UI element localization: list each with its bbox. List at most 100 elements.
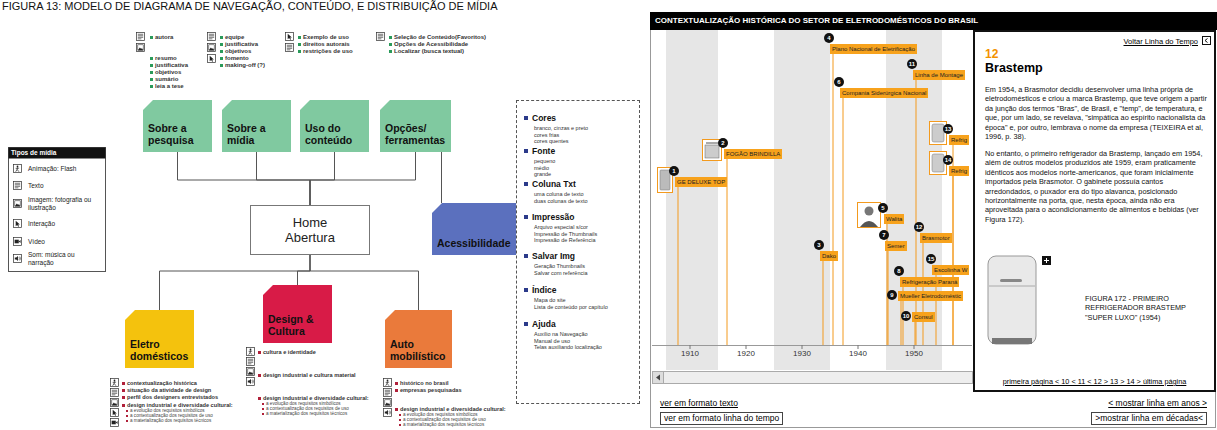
legend-header-bar	[9, 148, 106, 159]
tag-label: Walita	[886, 215, 902, 223]
option-item: cores quentes	[534, 138, 569, 145]
option-item: cores frias	[534, 132, 559, 139]
axis-year: 1910	[681, 349, 699, 359]
list-subitem: a evolução dos requisitos simbólicos	[258, 401, 341, 406]
callout-number: 5	[878, 203, 888, 213]
back-button	[1203, 37, 1211, 45]
body-text: No entanto, o primeiro refrigerador da B…	[985, 149, 1209, 224]
legend-box	[9, 148, 106, 272]
media-icon	[376, 32, 384, 40]
tag-label: Refrigeração Paraná	[902, 278, 957, 286]
option-item: Auxílio na Navegação	[534, 331, 588, 338]
tag-label: Refrig	[951, 167, 967, 175]
callout-number: 3	[814, 240, 824, 250]
node-outline	[380, 100, 451, 152]
connector-line	[298, 255, 311, 285]
callout-number: 6	[834, 77, 844, 87]
portrait-picture	[865, 207, 874, 216]
back-link: Voltar Linha do Tempo	[1124, 37, 1199, 46]
nav-link: ver em formato linha do tempo	[660, 412, 783, 425]
list-subitem: a materialização dos requisitos técnicos	[395, 422, 484, 427]
timeline-tag: 13Refrig	[949, 135, 969, 145]
time-axis	[652, 345, 972, 346]
callout-number: 2	[718, 138, 728, 148]
list-subitem: a contextualização dos requisitos de uso	[395, 417, 486, 422]
list-subitem: a evolução dos requisitos simbólicos	[395, 412, 478, 417]
option-item: grande	[534, 171, 551, 178]
detail-panel: Voltar Linha do Tempo12BrastempEm 1954, …	[973, 30, 1216, 392]
timeline-tag: 10Consul	[912, 312, 935, 322]
section-box: Sobre a pesquisa	[143, 100, 212, 152]
callout-number: 13	[943, 124, 953, 134]
option-item: Telas auxiliando localização	[534, 344, 602, 351]
callout-number: 12	[914, 222, 924, 232]
media-icon	[13, 254, 21, 262]
back-chevron	[1205, 39, 1208, 43]
decade-band	[886, 30, 942, 370]
header-title: CONTEXTUALIZAÇÃO HISTÓRICA DO SETOR DE E…	[655, 12, 1217, 30]
tag-label: Compania Siderúrgica Nacional	[842, 89, 926, 97]
list-item: Opções de Acessibilidade	[389, 41, 468, 48]
tag-label: Semer	[887, 242, 905, 250]
fridge-handle	[1000, 279, 1022, 282]
option-item: branco, cinzas e preto	[534, 125, 588, 132]
option-heading: Impressão	[524, 212, 575, 223]
list-item: fomento	[220, 55, 249, 62]
callout-number: 15	[926, 254, 936, 264]
option-item: Impressão de Referência	[534, 237, 595, 244]
entry-number: 12	[985, 47, 998, 61]
media-icon	[13, 199, 21, 207]
callout-number: 14	[943, 155, 953, 165]
option-item: Geração Thumbnails	[534, 263, 585, 270]
box-label: Sobre a pesquisa	[148, 122, 208, 146]
stove-picture	[706, 143, 718, 144]
list-item: Exemplo de uso	[298, 34, 349, 41]
node-outline	[432, 203, 516, 255]
zoom-button	[1042, 256, 1051, 265]
node-outline	[385, 310, 452, 368]
header-bar: CONTEXTUALIZAÇÃO HISTÓRICA DO SETOR DE E…	[650, 12, 1217, 30]
list-subitem: a contextualização dos requisitos de uso	[122, 413, 213, 418]
timeline-screen	[651, 13, 1216, 428]
list-subitem: a materialização dos requisitos técnicos	[258, 411, 347, 416]
option-heading: Cores	[524, 113, 556, 124]
option-item: uma coluna de texto	[534, 191, 584, 198]
option-heading: Índice	[524, 285, 557, 296]
option-item: Mapa do site	[534, 297, 566, 304]
axis-year: 1950	[905, 349, 923, 359]
list-item: cultura e identidade	[258, 349, 316, 356]
callout-number: 8	[894, 266, 904, 276]
option-item: duas colunas de texto	[534, 198, 588, 205]
list-subitem: a evolução dos requisitos simbólicos	[122, 408, 205, 413]
tag-label: Dako	[822, 252, 836, 260]
thumbnail	[858, 203, 881, 228]
timeline-tag: 14Refrig	[949, 166, 969, 176]
portrait-picture	[860, 221, 878, 227]
list-item: design industrial e diversidade cultural…	[258, 395, 369, 402]
media-icon	[13, 181, 21, 189]
stove-picture	[705, 145, 719, 158]
legend-text: Interação	[28, 220, 98, 228]
node-outline	[263, 285, 332, 343]
scroll-button	[653, 372, 664, 384]
media-icon	[383, 388, 391, 396]
figure-title: FIGURA 13: MODELO DE DIAGRAMA DE NAVEGAÇ…	[2, 0, 498, 12]
tag-label: Linha de Montage	[915, 71, 963, 79]
list-item: situação da atividade de design	[122, 387, 211, 394]
connector-line	[178, 152, 311, 205]
list-item: objetivos	[150, 69, 181, 76]
media-icon	[383, 408, 391, 416]
legend-frame	[9, 148, 106, 272]
list-item: empresas pesquisadas	[395, 387, 462, 394]
callout-number: 10	[901, 311, 911, 321]
list-item: making-off (?)	[220, 62, 265, 69]
zoom-plus	[1044, 258, 1049, 263]
box-label: Uso do conteúdo	[305, 122, 365, 146]
timeline-tag: 2FOGÃO BRINDILLA	[724, 149, 782, 159]
box-label: Design & Cultura	[268, 313, 328, 337]
pagination: primeira página < 10 < 11 < 12 > 13 > 14…	[975, 377, 1214, 386]
callout-number: 7	[879, 230, 889, 240]
axis-year: 1940	[849, 349, 867, 359]
media-icon	[136, 43, 144, 51]
section-box: Opções/ ferramentas	[380, 100, 451, 152]
